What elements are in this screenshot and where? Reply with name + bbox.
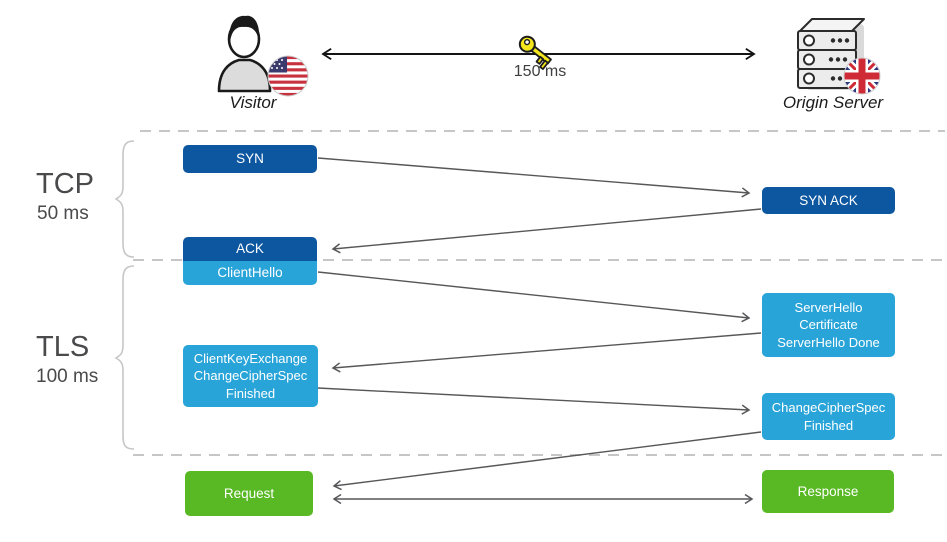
msg-client-key-exchange: ClientKeyExchange ChangeCipherSpec Finis… xyxy=(183,345,318,407)
arrow-change-cipher-spec xyxy=(332,431,762,491)
visitor-label: Visitor xyxy=(229,93,277,112)
msg-request: Request xyxy=(185,471,313,516)
arrow-syn xyxy=(317,157,751,198)
msg-syn: SYN xyxy=(183,145,317,173)
arrow-server-hello xyxy=(331,332,762,373)
tls-brace xyxy=(114,265,135,450)
msg-response: Response xyxy=(762,470,894,513)
phase-tcp-name: TCP xyxy=(36,168,94,200)
phase-tcp-duration: 50 ms xyxy=(37,203,89,224)
msg-syn-ack: SYN ACK xyxy=(762,187,895,214)
arrow-syn-ack xyxy=(331,208,762,254)
tcp-brace xyxy=(114,140,135,258)
msg-ack: ACK xyxy=(183,237,317,261)
key-icon xyxy=(518,35,552,71)
phase-tls-duration: 100 ms xyxy=(36,366,99,387)
person-icon xyxy=(217,15,272,93)
uk-flag-icon xyxy=(843,57,881,95)
origin-server-label: Origin Server xyxy=(782,93,884,112)
us-flag-icon xyxy=(267,55,309,97)
msg-client-hello: ClientHello xyxy=(183,261,317,285)
msg-change-cipher-spec: ChangeCipherSpec Finished xyxy=(762,393,895,440)
phase-tls-name: TLS xyxy=(36,331,90,363)
arrow-client-key-exchange xyxy=(317,387,751,415)
msg-server-hello: ServerHello Certificate ServerHello Done xyxy=(762,293,895,357)
rtt-label: 150 ms xyxy=(513,63,567,80)
arrow-client-hello xyxy=(317,271,751,323)
